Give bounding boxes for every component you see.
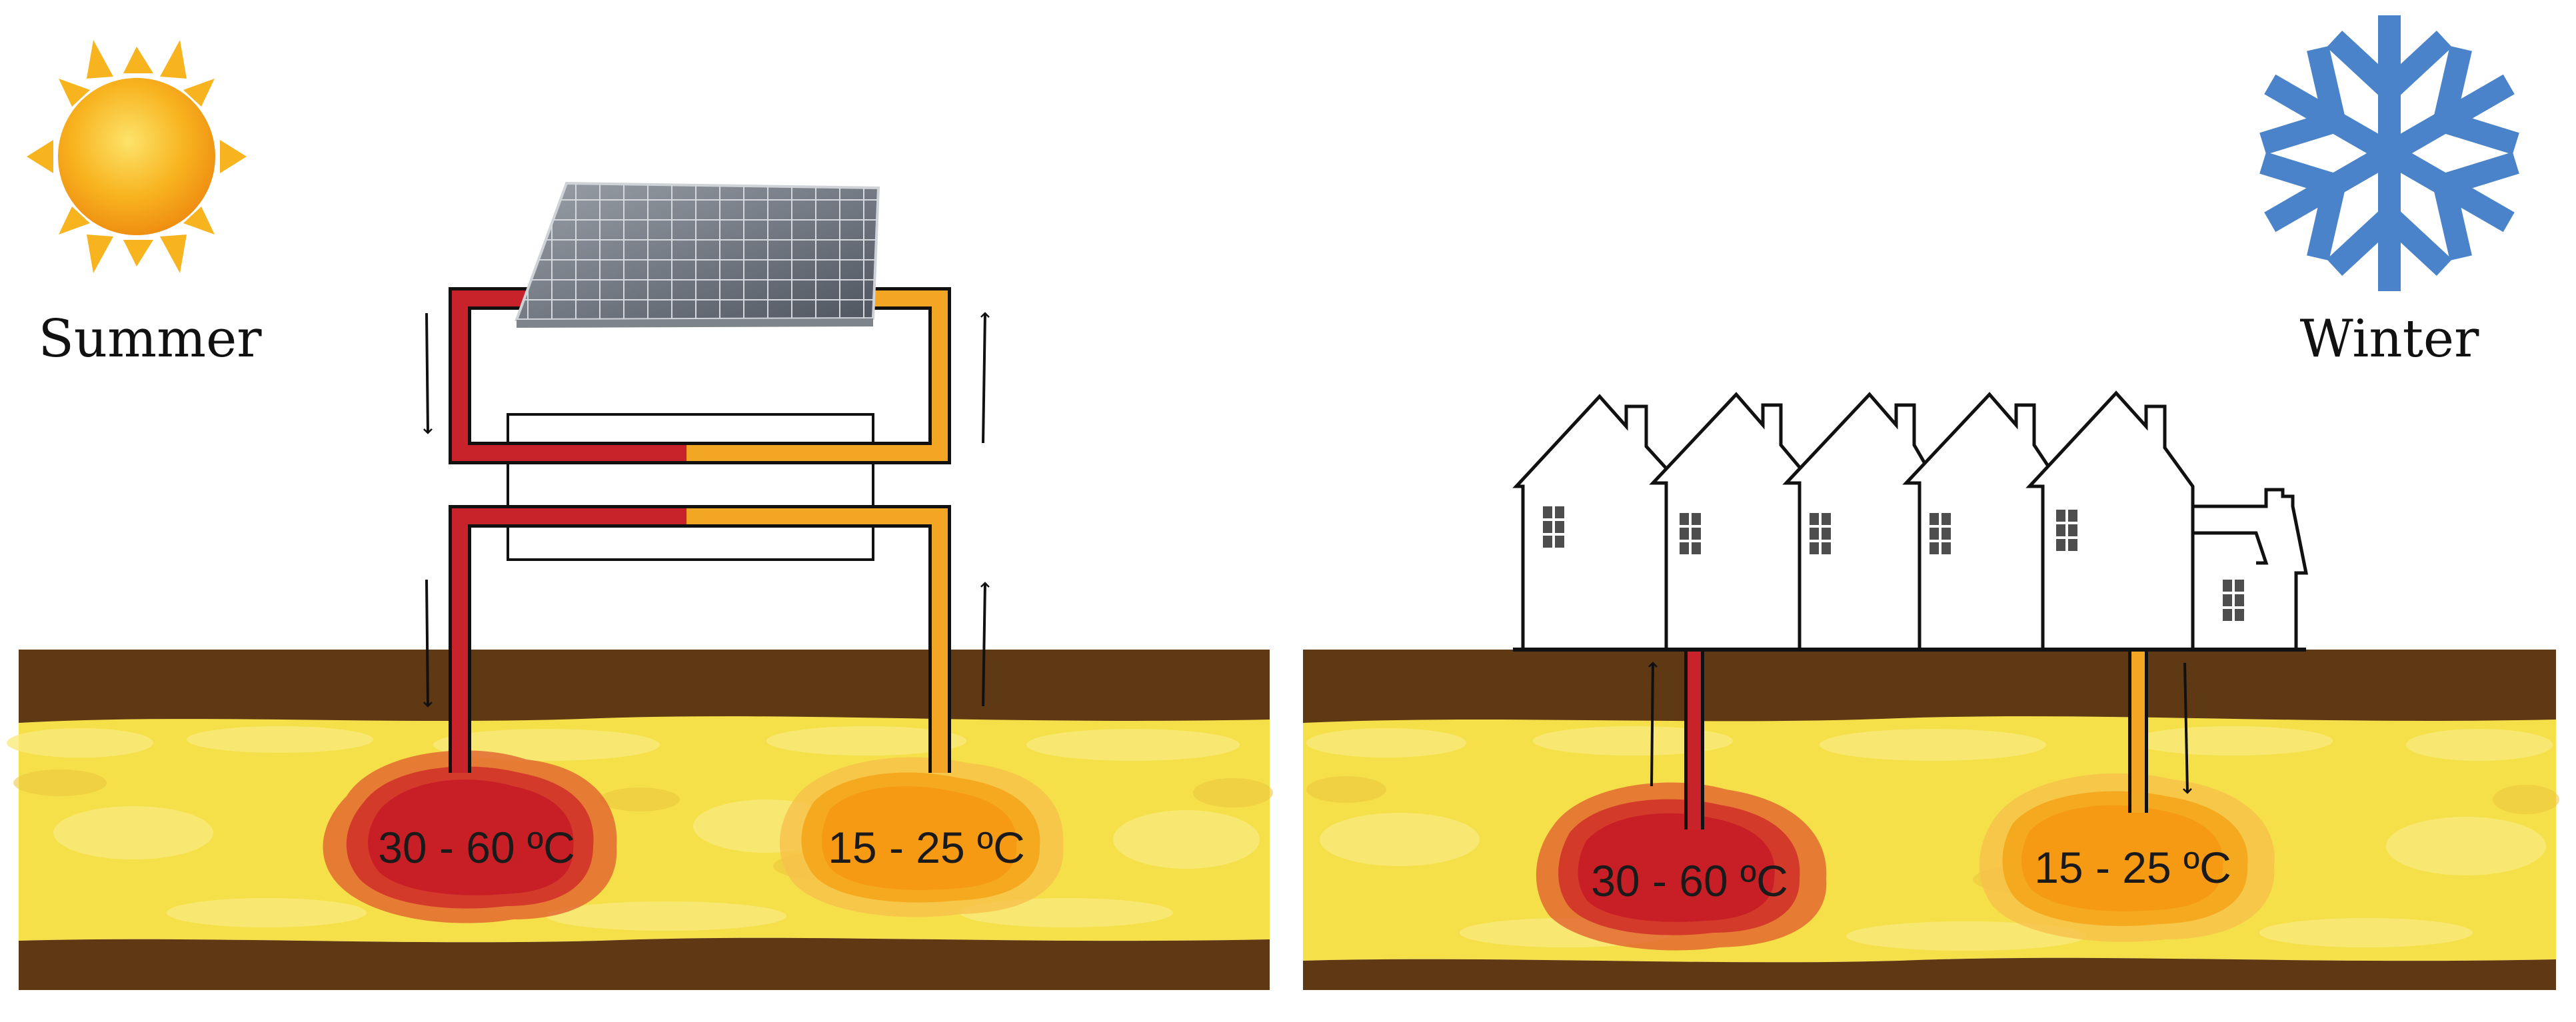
summer-bottom-soil [19,937,1270,990]
winter-arrow-up-hot-well [1648,662,1658,787]
winter-warm-store-temp: 15 - 25 ºC [2034,843,2231,892]
summer-panel: Summer 30 - 6 [7,40,1273,990]
snowflake-icon [2259,15,2519,291]
summer-warm-store [779,757,1064,917]
winter-hot-store-temp: 30 - 60 ºC [1591,856,1788,905]
winter-warm-well [2128,646,2148,813]
summer-arrow-up-upper [980,312,990,444]
winter-aquifer-texture [1306,726,2553,951]
house-1 [1512,394,1684,652]
winter-label: Winter [2300,309,2479,369]
winter-bottom-soil [1303,957,2556,990]
house-4 [1902,392,2063,652]
house-windows [1543,506,2244,621]
summer-arrow-down-upper [423,312,433,434]
summer-arrow-up-lower [980,582,990,707]
summer-hot-store [323,750,617,923]
winter-warm-store [1979,773,2275,942]
summer-topsoil [19,650,1270,723]
house-2 [1649,392,1817,652]
solar-panel-icon [515,181,880,328]
winter-topsoil [1303,650,2556,723]
summer-label: Summer [38,309,262,369]
winter-hot-store [1536,782,1827,951]
house-3 [1782,392,1939,652]
winter-panel: Winter 30 - 60 ºC [1303,15,2559,990]
summer-arrow-down-lower [423,579,433,708]
summer-lower-loop [449,505,951,773]
winter-hot-well [1684,646,1704,829]
summer-upper-loop [449,287,951,464]
houses-icon [1512,390,2309,652]
summer-hot-store-temp: 30 - 60 ºC [378,823,575,872]
winter-flow-arrows [1648,662,2192,794]
winter-arrow-down-warm-well [2183,662,2192,794]
sun-icon [27,40,247,273]
heat-exchanger-box [507,413,874,561]
house-extension [2191,488,2309,652]
summer-aquifer-texture [7,726,1260,931]
summer-flow-arrows [423,312,990,708]
house-5 [2025,390,2195,652]
summer-warm-store-temp: 15 - 25 ºC [828,823,1025,872]
